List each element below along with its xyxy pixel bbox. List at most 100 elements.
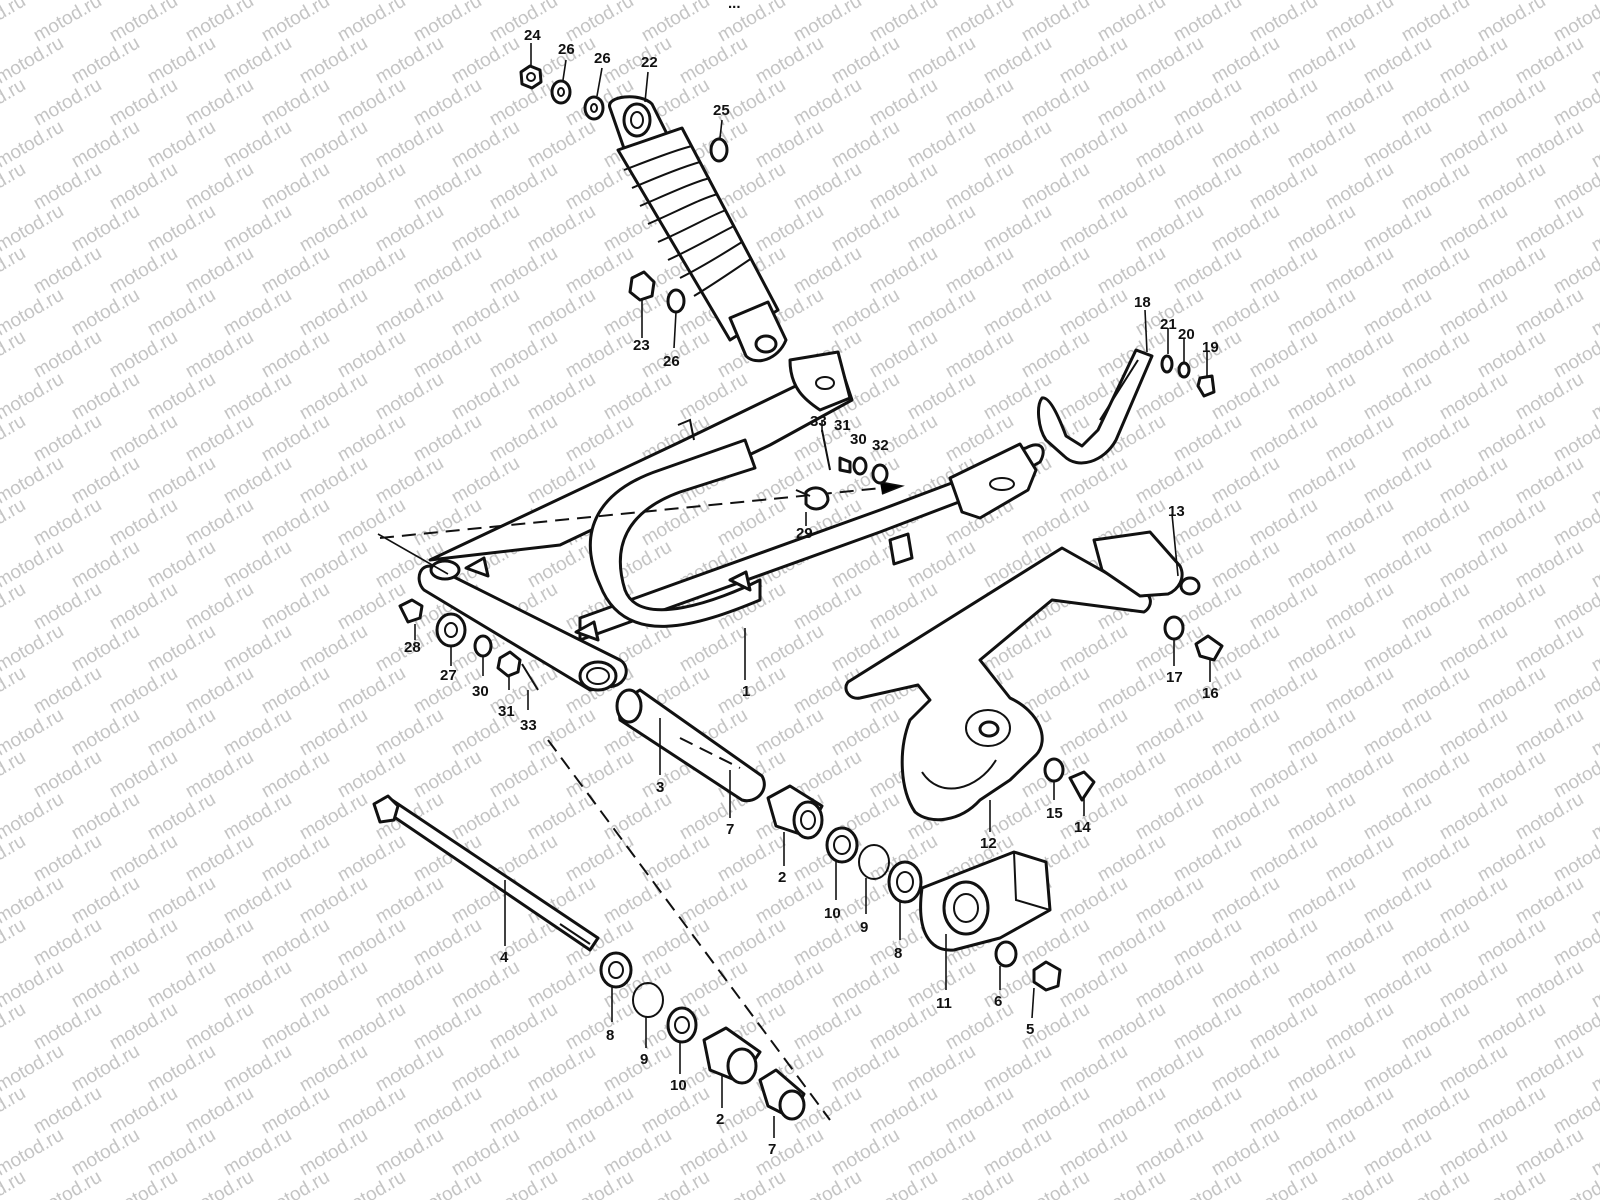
watermark-text: motod.ru	[220, 369, 295, 425]
callout-26: 26	[663, 353, 680, 370]
watermark-text: motod.ru	[1588, 1041, 1600, 1097]
watermark-text: motod.ru	[1170, 747, 1245, 803]
watermark-text: motod.ru	[448, 285, 523, 341]
callout-30: 30	[472, 683, 489, 700]
callout-33: 33	[810, 413, 827, 430]
watermark-text: motod.ru	[296, 117, 371, 173]
watermark-text: motod.ru	[942, 0, 1017, 46]
watermark-text: motod.ru	[1056, 285, 1131, 341]
watermark-text: motod.ru	[904, 117, 979, 173]
watermark-text: motod.ru	[1512, 873, 1587, 929]
watermark-text: motod.ru	[1512, 1125, 1587, 1181]
watermark-text: motod.ru	[562, 159, 637, 215]
watermark-text: motod.ru	[1322, 75, 1397, 131]
watermark-text: motod.ru	[220, 1041, 295, 1097]
watermark-text: motod.ru	[30, 999, 105, 1055]
watermark-text: motod.ru	[752, 201, 827, 257]
watermark-text: motod.ru	[942, 1083, 1017, 1139]
watermark-text: motod.ru	[1246, 831, 1321, 887]
watermark-text: motod.ru	[676, 33, 751, 89]
watermark-text: motod.ru	[1588, 369, 1600, 425]
watermark-text: motod.ru	[866, 1083, 941, 1139]
swing-arm-link-hardware	[795, 429, 889, 511]
callout-1: 1	[742, 683, 750, 700]
chain-adjuster-block	[919, 850, 1062, 992]
watermark-text: motod.ru	[30, 831, 105, 887]
watermark-text: motod.ru	[942, 75, 1017, 131]
watermark-text: motod.ru	[182, 1083, 257, 1139]
watermark-text: motod.ru	[106, 495, 181, 551]
watermark-text: motod.ru	[30, 411, 105, 467]
callout-25: 25	[713, 102, 730, 119]
watermark-text: motod.ru	[144, 873, 219, 929]
callout-2: 2	[778, 869, 786, 886]
watermark-text: motod.ru	[1322, 1083, 1397, 1139]
watermark-text: motod.ru	[1322, 411, 1397, 467]
watermark-text: motod.ru	[524, 369, 599, 425]
watermark-text: motod.ru	[1208, 453, 1283, 509]
watermark-text: motod.ru	[1208, 1125, 1283, 1181]
watermark-text: motod.ru	[182, 75, 257, 131]
watermark-text: motod.ru	[524, 1125, 599, 1181]
watermark-text: motod.ru	[0, 747, 29, 803]
watermark-text: motod.ru	[866, 0, 941, 46]
watermark-text: motod.ru	[372, 957, 447, 1013]
watermark-text: motod.ru	[1398, 243, 1473, 299]
watermark-text: motod.ru	[790, 999, 865, 1055]
watermark-text: motod.ru	[1360, 537, 1435, 593]
watermark-text: motod.ru	[410, 915, 485, 971]
watermark-text: motod.ru	[30, 579, 105, 635]
watermark-text: motod.ru	[220, 285, 295, 341]
watermark-text: motod.ru	[182, 327, 257, 383]
watermark-text: motod.ru	[372, 1125, 447, 1181]
watermark-text: motod.ru	[220, 117, 295, 173]
watermark-text: motod.ru	[904, 1125, 979, 1181]
watermark-text: motod.ru	[714, 663, 789, 719]
watermark-text: motod.ru	[1056, 621, 1131, 677]
watermark-text: motod.ru	[1094, 999, 1169, 1055]
watermark-text: motod.ru	[1474, 999, 1549, 1055]
watermark-text: motod.ru	[334, 747, 409, 803]
callout-9: 9	[860, 919, 868, 936]
watermark-text: motod.ru	[1056, 789, 1131, 845]
callout-10: 10	[670, 1077, 687, 1094]
watermark-text: motod.ru	[144, 1125, 219, 1181]
watermark-text: motod.ru	[1398, 1167, 1473, 1200]
watermark-text: motod.ru	[334, 663, 409, 719]
watermark-text: motod.ru	[68, 453, 143, 509]
watermark-text: motod.ru	[1360, 873, 1435, 929]
watermark-text: motod.ru	[1284, 117, 1359, 173]
watermark-text: motod.ru	[1474, 915, 1549, 971]
watermark-text: motod.ru	[296, 873, 371, 929]
watermark-text: motod.ru	[1056, 957, 1131, 1013]
watermark-text: motod.ru	[1398, 831, 1473, 887]
watermark-text: motod.ru	[144, 453, 219, 509]
chain-guard-hardware	[1160, 354, 1216, 398]
watermark-text: motod.ru	[866, 159, 941, 215]
watermark-text: motod.ru	[1132, 1041, 1207, 1097]
callout-17: 17	[1166, 669, 1183, 686]
watermark-text: motod.ru	[1436, 285, 1511, 341]
watermark-text: motod.ru	[638, 0, 713, 46]
watermark-text: motod.ru	[1094, 747, 1169, 803]
watermark-text: motod.ru	[600, 1041, 675, 1097]
watermark-text: motod.ru	[144, 201, 219, 257]
watermark-text: motod.ru	[1284, 873, 1359, 929]
watermark-text: motod.ru	[1436, 789, 1511, 845]
callout-31: 31	[498, 703, 515, 720]
watermark-text: motod.ru	[1398, 579, 1473, 635]
watermark-text: motod.ru	[144, 705, 219, 761]
watermark-text: motod.ru	[790, 75, 865, 131]
watermark-text: motod.ru	[1284, 537, 1359, 593]
callout-26: 26	[558, 41, 575, 58]
watermark-text: motod.ru	[1056, 117, 1131, 173]
callout-19: 19	[1202, 339, 1219, 356]
watermark-text: motod.ru	[524, 957, 599, 1013]
watermark-text: motod.ru	[1588, 873, 1600, 929]
watermark-text: motod.ru	[106, 999, 181, 1055]
watermark-text: motod.ru	[1094, 915, 1169, 971]
watermark-text: motod.ru	[904, 1041, 979, 1097]
watermark-text: motod.ru	[1398, 159, 1473, 215]
watermark-text: motod.ru	[714, 495, 789, 551]
